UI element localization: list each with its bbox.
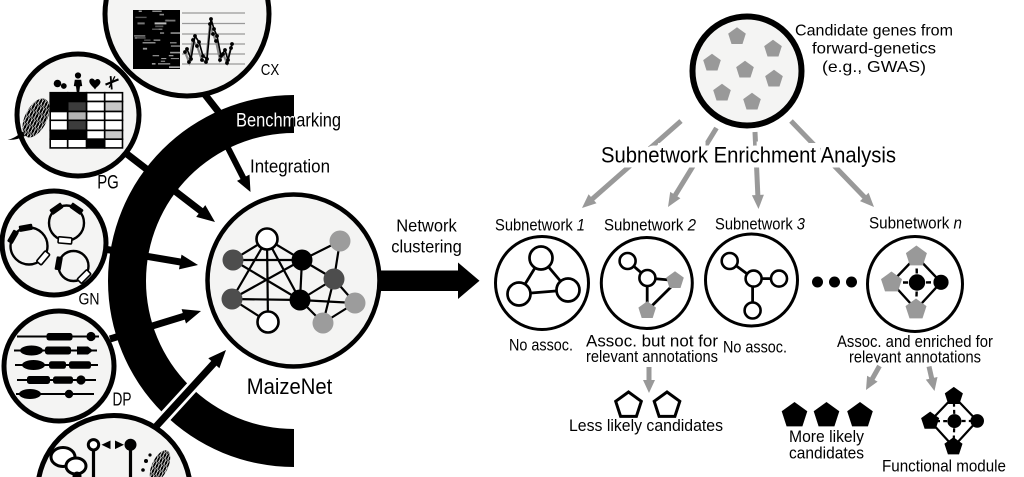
svg-text:DP: DP bbox=[113, 390, 132, 410]
svg-text:MaizeNet: MaizeNet bbox=[247, 374, 333, 399]
svg-text:Subnetwork n: Subnetwork n bbox=[869, 215, 962, 233]
svg-text:relevant annotations: relevant annotations bbox=[849, 349, 981, 367]
svg-text:Candidate genes from: Candidate genes from bbox=[795, 23, 953, 40]
svg-text:Subnetwork 2: Subnetwork 2 bbox=[604, 217, 696, 235]
svg-text:Integration: Integration bbox=[250, 157, 330, 177]
svg-text:No assoc.: No assoc. bbox=[509, 337, 573, 355]
svg-text:Functional module: Functional module bbox=[882, 457, 1006, 476]
svg-text:Assoc. and enriched for: Assoc. and enriched for bbox=[837, 333, 993, 351]
svg-text:Network: Network bbox=[396, 216, 457, 236]
svg-text:Subnetwork 1: Subnetwork 1 bbox=[495, 217, 585, 235]
svg-text:clustering: clustering bbox=[391, 237, 462, 257]
svg-text:More likely: More likely bbox=[789, 428, 865, 446]
svg-text:candidates: candidates bbox=[789, 445, 864, 463]
svg-text:Benchmarking: Benchmarking bbox=[236, 111, 341, 132]
svg-text:Assoc. but not for: Assoc. but not for bbox=[586, 333, 719, 351]
svg-text:No assoc.: No assoc. bbox=[723, 339, 787, 357]
svg-text:forward-genetics: forward-genetics bbox=[812, 41, 936, 58]
svg-text:relevant annotations: relevant annotations bbox=[586, 348, 718, 366]
svg-text:Subnetwork Enrichment Analysis: Subnetwork Enrichment Analysis bbox=[601, 143, 896, 168]
svg-text:Benchmarking: Benchmarking bbox=[236, 111, 341, 132]
svg-text:PG: PG bbox=[97, 173, 119, 194]
svg-text:Subnetwork 3: Subnetwork 3 bbox=[715, 216, 806, 234]
svg-text:GN: GN bbox=[79, 290, 100, 309]
svg-text:(e.g., GWAS): (e.g., GWAS) bbox=[822, 59, 926, 76]
svg-text:Less likely candidates: Less likely candidates bbox=[569, 416, 723, 435]
svg-text:CX: CX bbox=[261, 62, 280, 79]
